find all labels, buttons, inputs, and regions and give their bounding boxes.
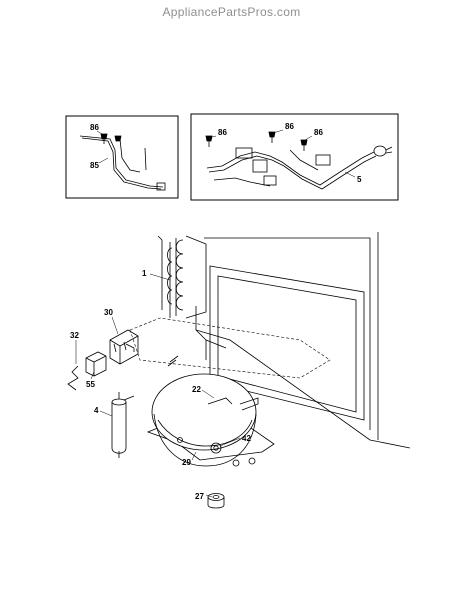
callout-55: 55	[86, 380, 95, 389]
callout-32: 32	[70, 331, 79, 340]
wire-clip	[67, 365, 79, 391]
relay	[109, 329, 139, 365]
inset-box-left	[65, 115, 179, 199]
compressor	[146, 355, 275, 467]
inset-box-right	[190, 113, 399, 201]
callout-5: 5	[357, 175, 362, 184]
freezer-cabinet	[195, 232, 411, 449]
callout-86-b: 86	[218, 128, 227, 137]
dashed-base-outline	[129, 317, 331, 379]
callout-29: 29	[182, 458, 191, 467]
callout-86-d: 86	[314, 128, 323, 137]
leader-lines	[75, 129, 356, 498]
screw-86-d	[300, 139, 308, 151]
site-watermark: AppliancePartsPros.com	[162, 5, 301, 19]
callout-42: 42	[242, 434, 251, 443]
callout-85: 85	[90, 161, 99, 170]
overload-protector	[85, 351, 107, 377]
filter-drier	[111, 392, 135, 458]
callout-4: 4	[94, 406, 99, 415]
wire-harness-85	[79, 135, 166, 191]
callout-86-a: 86	[90, 123, 99, 132]
screw-86-a2	[114, 135, 122, 142]
wire-harness-5	[206, 145, 393, 190]
callout-27: 27	[195, 492, 204, 501]
callout-1: 1	[142, 269, 147, 278]
callout-30: 30	[104, 308, 113, 317]
condenser-coil	[157, 235, 207, 319]
screw-86-b	[205, 135, 213, 147]
screw-86-a	[100, 133, 108, 144]
callout-22: 22	[192, 385, 201, 394]
screw-86-c	[268, 131, 276, 143]
grommet	[207, 493, 225, 509]
callout-86-c: 86	[285, 122, 294, 131]
